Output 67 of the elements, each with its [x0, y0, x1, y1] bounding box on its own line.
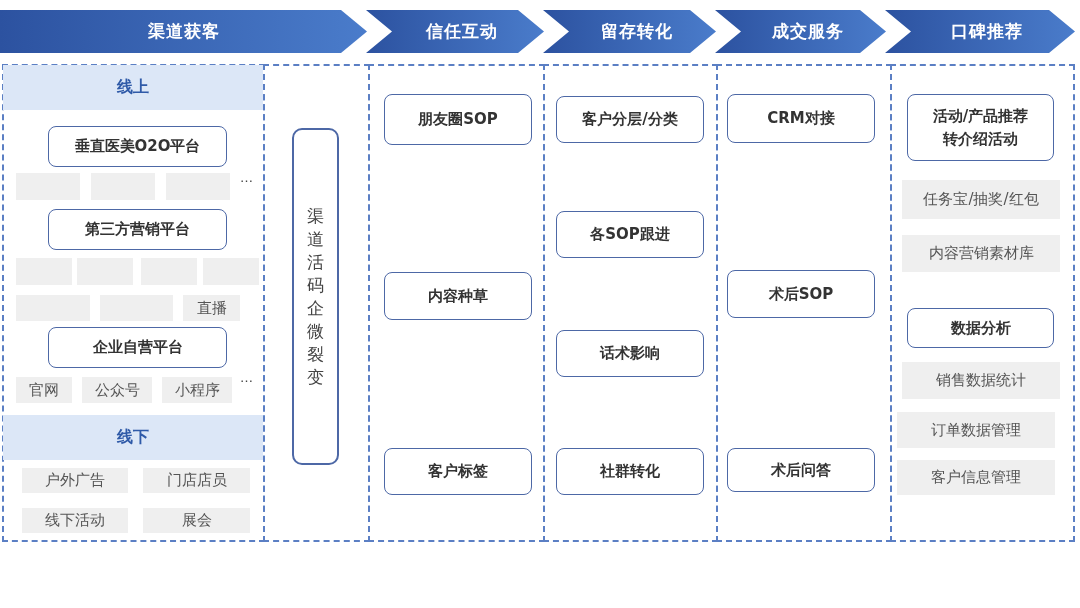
item-box: [48, 126, 227, 167]
stage-banner: [885, 10, 1075, 53]
item-label: 活动/产品推荐: [932, 105, 1029, 127]
item-label: 话术影响: [600, 343, 660, 364]
stage-label: 渠道获客: [147, 20, 220, 43]
column-panel: [368, 64, 545, 542]
item-label: 第三方营销平台: [85, 219, 190, 240]
tag-label: 销售数据统计: [936, 371, 1026, 390]
column-panel: [2, 64, 265, 542]
item-label: 社群转化: [600, 461, 660, 482]
ellipsis-label: …: [240, 370, 253, 385]
vertical-box: [292, 128, 339, 465]
tag-label: 门店店员: [166, 471, 227, 490]
tag-label: 小程序: [174, 380, 220, 400]
category-label: 线上: [117, 77, 149, 98]
item-box: [556, 96, 704, 143]
item-label: 朋友圈SOP: [418, 109, 498, 130]
stage-label: 成交服务: [771, 20, 844, 43]
item-box: [727, 448, 875, 492]
item-label: CRM对接: [767, 108, 835, 129]
item-label: 企业自营平台: [92, 337, 183, 358]
item-box: [48, 209, 227, 250]
item-label: 转介绍活动: [943, 128, 1018, 150]
stage-banner: [366, 10, 544, 53]
tag-label: 线下活动: [45, 511, 105, 530]
item-box: [907, 94, 1054, 161]
stage-banner: [543, 10, 716, 53]
tag-label: 直播: [196, 298, 227, 318]
vertical-label: 渠道活码企微裂变: [306, 204, 325, 389]
item-label: 内容种草: [428, 285, 488, 307]
item-box: [727, 94, 875, 143]
item-box: [384, 94, 532, 145]
item-box: [556, 448, 704, 495]
tag-label: 订单数据管理: [931, 420, 1021, 440]
ellipsis-label: …: [240, 170, 253, 185]
column-panel: [543, 64, 718, 542]
column-panel: [263, 64, 370, 542]
item-box: [556, 330, 704, 377]
stage-label: 留存转化: [600, 20, 673, 43]
tag-label: 任务宝/抽奖/红包: [923, 190, 1039, 209]
tag-label: 客户信息管理: [931, 468, 1021, 487]
item-label: 数据分析: [950, 317, 1011, 339]
tag-label: 公众号: [94, 380, 140, 400]
category-band: [3, 415, 263, 460]
item-label: 术后SOP: [768, 283, 834, 305]
item-box: [556, 211, 704, 258]
item-box: [384, 272, 532, 320]
item-box: [384, 448, 532, 495]
stage-label: 口碑推荐: [951, 20, 1023, 43]
column-panel: [716, 64, 892, 542]
item-box: [48, 327, 227, 368]
item-label: 客户分层/分类: [582, 109, 678, 130]
category-label: 线下: [117, 427, 149, 448]
tag-label: 官网: [29, 380, 59, 400]
tag-label: 展会: [181, 511, 212, 530]
item-label: 客户标签: [428, 461, 488, 482]
item-label: 垂直医美O2O平台: [74, 136, 201, 157]
item-label: 术后问答: [771, 459, 831, 481]
stage-label: 信任互动: [426, 20, 498, 43]
item-box: [727, 270, 875, 318]
stage-banner: [715, 10, 886, 53]
tag-label: 内容营销素材库: [928, 244, 1034, 263]
item-label: 各SOP跟进: [590, 224, 670, 245]
item-box: [907, 308, 1054, 348]
column-panel: [890, 64, 1075, 542]
category-band: [3, 65, 263, 110]
tag-label: 户外广告: [45, 471, 105, 490]
